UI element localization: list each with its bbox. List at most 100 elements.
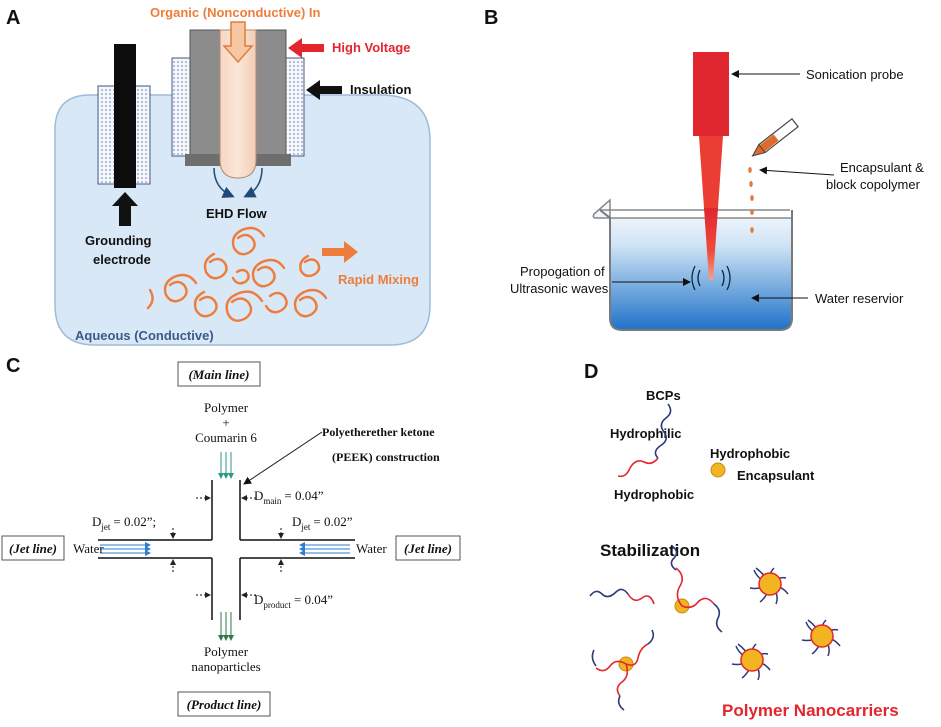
d-product-symbol: D bbox=[254, 592, 263, 607]
jet-line-right-label: (Jet line) bbox=[404, 541, 452, 556]
d-product-value: = 0.04” bbox=[294, 592, 333, 607]
d-jet-right-value: = 0.02” bbox=[313, 514, 352, 529]
peek-label-line1: Polyetherether ketone bbox=[322, 425, 435, 439]
nanocarrier-3 bbox=[731, 643, 771, 681]
coumarin-label: Coumarin 6 bbox=[195, 430, 257, 445]
grounding-label-line2: electrode bbox=[93, 252, 151, 267]
water-reservoir-label: Water reservior bbox=[815, 291, 904, 306]
swirl bbox=[193, 290, 218, 318]
mixing-swirls bbox=[146, 226, 328, 322]
jet-line-right-box bbox=[395, 535, 461, 561]
jet-line-left-box bbox=[1, 535, 65, 561]
nanoparticles-label: nanoparticles bbox=[191, 659, 260, 674]
d-jet-left-value: = 0.02”; bbox=[113, 514, 156, 529]
chain bbox=[616, 663, 629, 697]
main-line-box bbox=[177, 361, 261, 387]
drop bbox=[750, 195, 754, 201]
aqueous-label: Aqueous (Conductive) bbox=[75, 328, 214, 343]
wave-right-1 bbox=[721, 269, 725, 287]
polymer-bottom-label: Polymer bbox=[204, 644, 249, 659]
main-inflow-arrows bbox=[218, 452, 234, 479]
dimension-markers bbox=[170, 495, 284, 598]
high-voltage-label: High Voltage bbox=[332, 40, 410, 55]
drop bbox=[750, 227, 754, 233]
panel-b-letter: B bbox=[484, 7, 498, 29]
swirl bbox=[293, 288, 328, 318]
d-main-value: = 0.04” bbox=[284, 488, 323, 503]
swirl bbox=[264, 291, 288, 314]
propagation-label-line2: Ultrasonic waves bbox=[510, 281, 609, 296]
d-product-label: Dproduct= 0.04” bbox=[254, 592, 333, 610]
ultrasonic-waves bbox=[691, 265, 731, 291]
grounding-label-line1: Grounding bbox=[85, 233, 151, 248]
encapsulant-pointer bbox=[759, 166, 835, 176]
product-line-box bbox=[177, 691, 271, 717]
encapsulant-drops bbox=[748, 167, 754, 233]
main-line-label: (Main line) bbox=[188, 367, 249, 382]
wave-right-2 bbox=[726, 265, 731, 291]
chain bbox=[681, 597, 715, 609]
insulation-arrow bbox=[306, 80, 342, 100]
d-jet-left-symbol: D bbox=[92, 514, 101, 529]
chain bbox=[670, 545, 678, 571]
core bbox=[740, 648, 764, 672]
partial-particle-1 bbox=[670, 545, 723, 633]
peek-pointer bbox=[243, 431, 323, 485]
d-main-label: Dmain= 0.04” bbox=[254, 488, 324, 506]
panel-a-letter: A bbox=[6, 7, 20, 29]
pipette bbox=[751, 117, 799, 157]
chain bbox=[647, 629, 655, 645]
rapid-mixing-label: Rapid Mixing bbox=[338, 272, 419, 287]
propagation-label-line1: Propogation of bbox=[520, 264, 605, 279]
hydrophobic-bottom-label: Hydrophobic bbox=[614, 487, 694, 502]
d-jet-right-symbol: D bbox=[292, 514, 301, 529]
hydrophobic-encapsulant-label: Hydrophobic bbox=[710, 446, 790, 461]
nanocarrier-1 bbox=[749, 567, 789, 605]
chain bbox=[625, 643, 649, 666]
d-main-sub: main bbox=[263, 496, 281, 506]
swirl bbox=[203, 252, 228, 280]
ehd-flow-label: EHD Flow bbox=[206, 206, 268, 221]
organic-channel bbox=[219, 29, 257, 179]
swirl bbox=[163, 273, 198, 303]
panel-c: C (Main line) Polymer + Coumarin 6 Polye… bbox=[1, 355, 461, 717]
nanocarrier-2 bbox=[801, 619, 841, 657]
product-line-label: (Product line) bbox=[187, 697, 262, 712]
probe-tip bbox=[704, 208, 718, 280]
sonication-probe-label: Sonication probe bbox=[806, 67, 904, 82]
peek-label-line2: (PEEK) construction bbox=[332, 450, 440, 464]
free-chain bbox=[589, 588, 629, 598]
beaker bbox=[592, 198, 793, 331]
encapsulant-label-line1: Encapsulant & bbox=[840, 160, 924, 175]
insulation-label: Insulation bbox=[350, 82, 411, 97]
water-right-label: Water bbox=[356, 541, 387, 556]
electrode-wall-right bbox=[255, 29, 287, 163]
pipette-tip bbox=[751, 143, 766, 157]
water-left-arrows bbox=[100, 542, 151, 556]
probe-shaft bbox=[699, 136, 723, 208]
d-jet-left-label: Djet= 0.02”; bbox=[92, 514, 156, 532]
chain bbox=[617, 695, 625, 711]
water-right-arrows bbox=[299, 542, 350, 556]
electrode-wall-left bbox=[189, 29, 221, 163]
grounding-electrode bbox=[114, 44, 136, 188]
d-jet-left-sub: jet bbox=[100, 522, 110, 532]
partial-particle-2 bbox=[591, 629, 655, 711]
grounding-arrow bbox=[112, 192, 138, 226]
encapsulant-label: Encapsulant bbox=[737, 468, 815, 483]
swirl bbox=[146, 288, 154, 310]
panel-d-letter: D bbox=[584, 361, 598, 383]
bcp-hydrophilic-chain bbox=[654, 403, 672, 459]
ehd-flow-arrow-left bbox=[213, 167, 235, 198]
d-product-sub: product bbox=[263, 600, 291, 610]
panel-c-letter: C bbox=[6, 355, 20, 377]
pipette-liquid bbox=[759, 134, 779, 152]
encapsulant-particle bbox=[710, 462, 726, 478]
stabilization-label: Stabilization bbox=[600, 541, 700, 560]
water-left-label: Water bbox=[73, 541, 104, 556]
cross-channel bbox=[98, 480, 355, 620]
core bbox=[758, 572, 782, 596]
encapsulant-label-line2: block copolymer bbox=[826, 177, 921, 192]
swirl bbox=[299, 254, 321, 278]
insulation-right-of-nozzle bbox=[283, 57, 305, 157]
